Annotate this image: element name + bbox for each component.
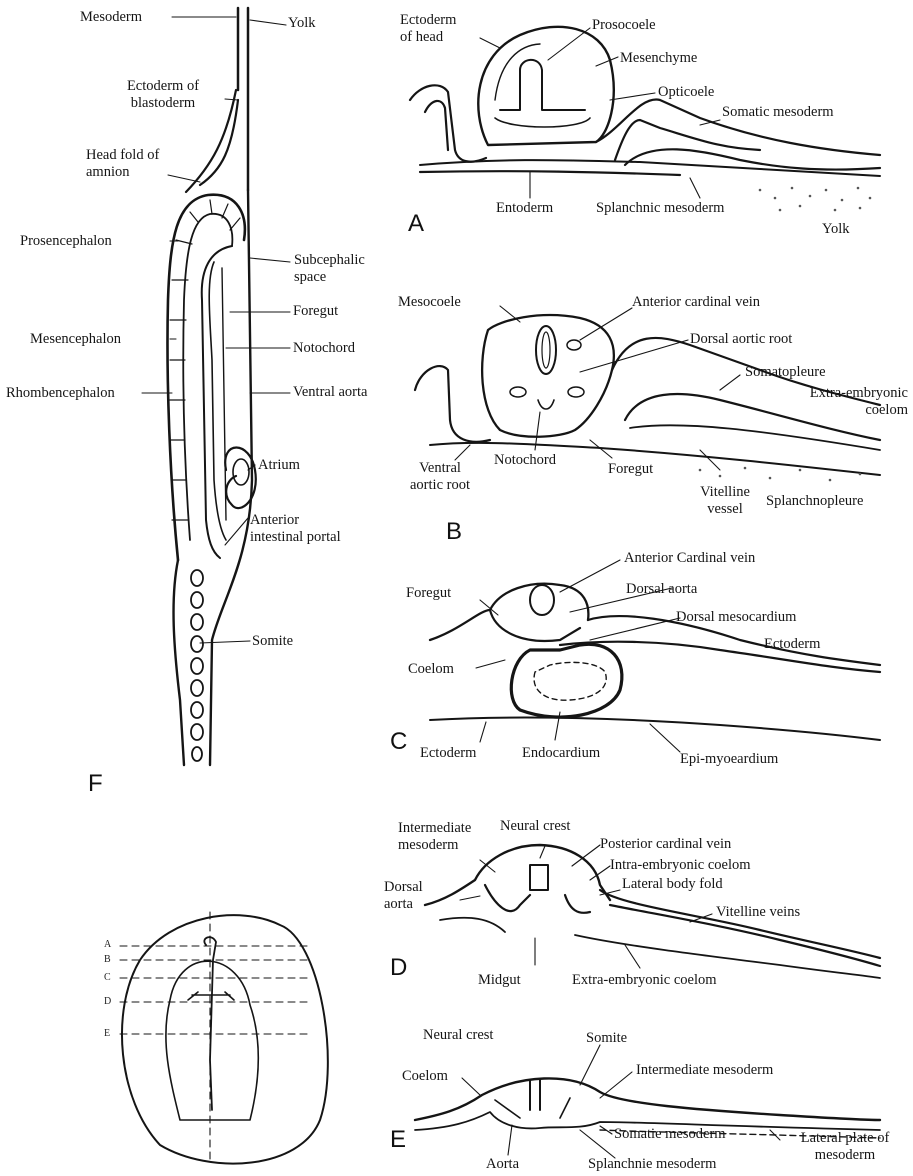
label-somite-e: Somite xyxy=(586,1030,627,1047)
label-vitelline-vessel: Vitelline vessel xyxy=(690,484,760,518)
section-tick-c: C xyxy=(104,973,111,983)
panel-letter-b: B xyxy=(446,520,462,544)
label-somite-f: Somite xyxy=(252,633,293,650)
label-coelom-e: Coelom xyxy=(402,1068,448,1085)
section-tick-d: D xyxy=(104,997,111,1007)
label-extra-embryonic-coelom-b: Extra-embryonic coelom xyxy=(748,385,908,419)
label-splanchnic-mesoderm-a: Splanchnic mesoderm xyxy=(596,200,724,217)
label-midgut: Midgut xyxy=(478,972,521,989)
label-mesocoele: Mesocoele xyxy=(398,294,461,311)
label-neural-crest-e: Neural crest xyxy=(423,1027,493,1044)
panel-letter-a: A xyxy=(408,212,424,236)
label-foregut-f: Foregut xyxy=(293,303,338,320)
panel-letter-d: D xyxy=(390,956,407,980)
panel-letter-f: F xyxy=(88,772,103,796)
label-prosocoele: Prosocoele xyxy=(592,17,656,34)
label-entoderm: Entoderm xyxy=(496,200,553,217)
label-posterior-cardinal-vein: Posterior cardinal vein xyxy=(600,836,731,853)
label-yolk-a: Yolk xyxy=(822,221,850,238)
label-notochord-b: Notochord xyxy=(494,452,556,469)
label-foregut-c: Foregut xyxy=(406,585,451,602)
label-ectoderm-c-right: Ectoderm xyxy=(764,636,820,653)
label-yolk-f: Yolk xyxy=(288,15,316,32)
label-dorsal-aorta-d: Dorsal aorta xyxy=(384,879,423,913)
label-foregut-b: Foregut xyxy=(608,461,653,478)
section-tick-e: E xyxy=(104,1029,110,1039)
label-somatic-mesoderm-a: Somatic mesoderm xyxy=(722,104,834,121)
label-extra-embryonic-coelom-d: Extra-embryonic coelom xyxy=(572,972,717,989)
label-splanchnopleure: Splanchnopleure xyxy=(766,493,863,510)
label-epi-myocardium: Epi-myoeardium xyxy=(680,751,778,768)
label-ectoderm-c-bottom: Ectoderm xyxy=(420,745,476,762)
panel-letter-c: C xyxy=(390,730,407,754)
panel-letter-e: E xyxy=(390,1128,406,1152)
label-ectoderm-of-blastoderm: Ectoderm of blastoderm xyxy=(88,78,238,112)
label-somatopleure: Somatopleure xyxy=(745,364,826,381)
sagittal-section-drawing xyxy=(142,8,290,765)
label-vitelline-veins: Vitelline veins xyxy=(716,904,800,921)
label-anterior-intestinal-portal: Anterior intestinal portal xyxy=(250,512,341,546)
section-key-diagram xyxy=(120,912,328,1164)
section-tick-a: A xyxy=(104,940,111,950)
section-tick-b: B xyxy=(104,955,111,965)
label-lateral-body-fold: Lateral body fold xyxy=(622,876,723,893)
label-dorsal-aortic-root: Dorsal aortic root xyxy=(690,331,792,348)
label-mesencephalon: Mesencephalon xyxy=(30,331,121,348)
label-dorsal-mesocardium: Dorsal mesocardium xyxy=(676,609,796,626)
label-mesenchyme: Mesenchyme xyxy=(620,50,697,67)
label-endocardium: Endocardium xyxy=(522,745,600,762)
label-splanchnic-mesoderm-e: Splanchnie mesoderm xyxy=(588,1156,716,1173)
label-intermediate-mesoderm-e: Intermediate mesoderm xyxy=(636,1062,773,1079)
label-dorsal-aorta-c: Dorsal aorta xyxy=(626,581,697,598)
label-anterior-cardinal-vein-b: Anterior cardinal vein xyxy=(632,294,760,311)
label-intra-embryonic-coelom: Intra-embryonic coelom xyxy=(610,857,751,874)
label-atrium: Atrium xyxy=(258,457,300,474)
label-subcephalic-space: Subcephalic space xyxy=(294,252,365,286)
label-coelom-c: Coelom xyxy=(408,661,454,678)
label-opticoele: Opticoele xyxy=(658,84,714,101)
label-head-fold-of-amnion: Head fold of amnion xyxy=(86,147,159,181)
label-mesoderm: Mesoderm xyxy=(80,9,142,26)
label-neural-crest-d: Neural crest xyxy=(500,818,570,835)
label-ventral-aorta: Ventral aorta xyxy=(293,384,367,401)
label-lateral-plate-of-mesoderm: Lateral plate of mesoderm xyxy=(784,1130,906,1164)
label-somatic-mesoderm-e: Somatie mesoderm xyxy=(614,1126,726,1143)
label-ventral-aortic-root: Ventral aortic root xyxy=(390,460,490,494)
label-intermediate-mesoderm-d: Intermediate mesoderm xyxy=(398,820,471,854)
label-ectoderm-of-head: Ectoderm of head xyxy=(400,12,456,46)
label-notochord-f: Notochord xyxy=(293,340,355,357)
label-prosencephalon: Prosencephalon xyxy=(20,233,112,250)
label-aorta-e: Aorta xyxy=(486,1156,519,1173)
label-rhombencephalon: Rhombencephalon xyxy=(6,385,115,402)
label-anterior-cardinal-vein-c: Anterior Cardinal vein xyxy=(624,550,755,567)
